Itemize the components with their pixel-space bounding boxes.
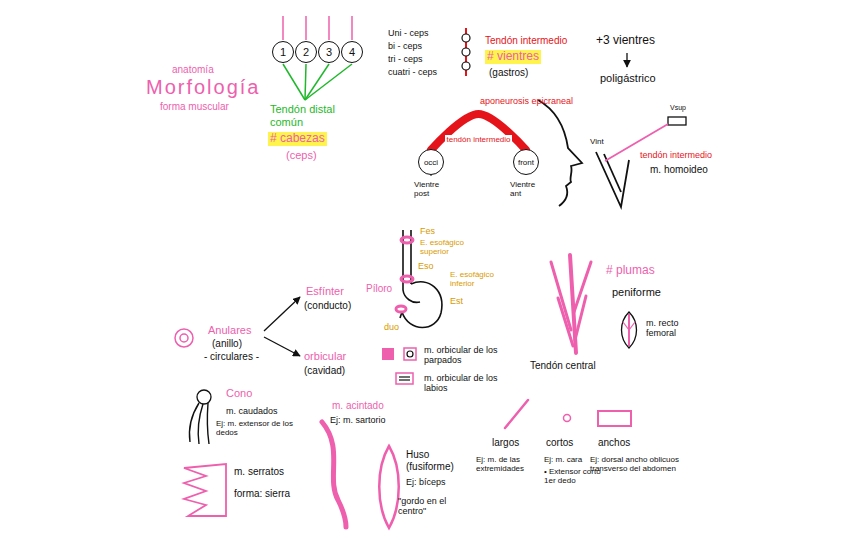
long-muscle [505,400,528,428]
label: duo [384,322,399,332]
label: anatomía [172,64,214,76]
label: bi - ceps [388,41,422,51]
homoideo-figure [596,117,686,207]
label: Tendón distal común [270,103,342,128]
label: m. orbicular de los parpados [424,345,508,366]
short-muscle [564,415,571,422]
label: - circulares - [204,351,259,363]
label: aponeurosis epicraneal [480,96,573,106]
label: Ej: m. sartorio [330,415,386,425]
label: m. caudados [226,406,278,416]
vientre-leader [431,175,432,176]
label: m. acintado [332,400,384,412]
arrow [626,53,627,67]
fusiform-figure [379,446,399,528]
node-text: front [518,158,534,167]
label: Ej: m. cara [544,455,582,464]
label: Uni - ceps [388,28,429,38]
circle-node: 2 [295,41,317,63]
circle-node: occi [418,149,444,175]
branch-arrows [264,297,300,356]
node-text: occi [424,158,438,167]
label: anchos [598,437,630,449]
label: Vsup [670,104,686,112]
label: Ej: dorsal ancho oblicuos transverso del… [590,455,694,473]
label: "gordo en el centro" [398,496,464,517]
label: cuatri - ceps [388,67,437,77]
node-text: 3 [326,46,332,58]
label: # plumas [606,264,655,278]
label: Vientre ant [510,180,544,198]
label: Tendón intermedio [485,35,567,47]
label: # vientres [485,50,541,64]
label: +3 vientres [596,34,655,48]
label: Esfínter [306,285,344,298]
orbicular-icons [382,348,416,384]
label: forma muscular [160,101,229,113]
label: (conducto) [304,300,351,312]
label: Eso [418,261,434,271]
label: Cono [226,387,252,400]
tendon-arc [431,114,526,150]
label: Fes [420,226,435,236]
label: Huso (fusiforme) [406,449,466,472]
cone-figure [189,390,211,444]
annular-rings [175,329,193,347]
label: Vientre post [414,180,448,198]
label: Tendón central [530,360,596,372]
label: largos [492,437,519,449]
label: Píloro [366,283,392,295]
pennate-figure [551,255,591,353]
face-profile [538,100,582,206]
node-text: 1 [280,46,286,58]
edge-label: tendón intermedio [445,135,511,144]
label: Ej: bíceps [406,477,446,487]
label: Ej: m. extensor de los dedos [216,419,310,437]
label: (gastros) [489,67,528,79]
label: # cabezas [268,132,327,146]
circle-node: 1 [272,41,294,63]
label: m. serratos [234,466,284,478]
label: E. esofágico inferior [450,270,512,288]
label: Anulares [208,324,251,337]
label: m. recto femoral [646,318,702,339]
label: E. esofágico superior [420,238,482,256]
label: peniforme [612,286,661,299]
circle-node: 3 [318,41,340,63]
label: m. orbicular de los labios [424,373,508,394]
label: (anillo) [212,338,242,350]
recto-femoral-figure [622,312,637,348]
flat-muscle [598,411,631,426]
label: tendón intermedio [640,150,712,160]
serrated-figure [184,464,226,516]
label: (ceps) [286,149,317,162]
title: Morfología [146,76,261,99]
node-text: 2 [303,46,309,58]
label: forma: sierra [234,488,290,500]
node-text: 4 [349,46,355,58]
label: Est [450,296,463,306]
label: m. homoideo [650,164,708,176]
muscle-heads [283,16,352,40]
distal-tendon-lines [283,64,352,100]
strap-figure [322,422,346,527]
label: cortos [546,437,573,449]
circle-node: front [513,149,539,175]
label: Vint [590,137,604,146]
digastric-chain [462,28,470,76]
circle-node: 4 [341,41,363,63]
label: (cavidad) [304,365,345,377]
label: orbicular [304,350,346,363]
label: tri - ceps [388,54,423,64]
sphincter-rings [396,237,413,312]
label: poligástrico [600,72,656,85]
